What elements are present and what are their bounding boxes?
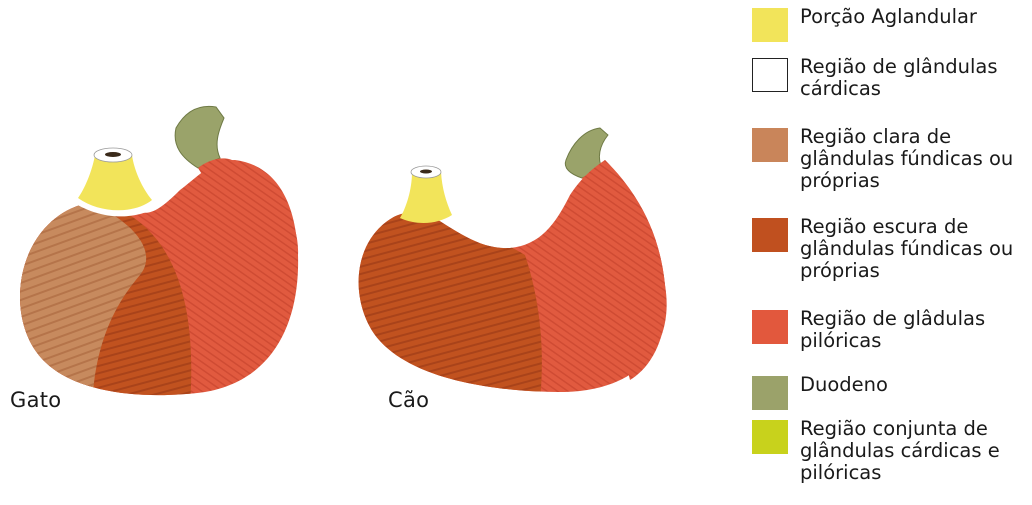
legend-text-conjunta: Região conjunta de glândulas cárdicas e … <box>800 418 1026 484</box>
cat-label: Gato <box>10 388 61 412</box>
legend-swatch-fundicas-clara <box>752 128 788 162</box>
legend-item-fundicas-escura: Região escura de glândulas fúndicas ou p… <box>752 216 1030 308</box>
cat-duodenum <box>175 106 224 168</box>
legend-text-duodeno: Duodeno <box>800 374 1026 396</box>
legend-swatch-fundicas-escura <box>752 218 788 252</box>
legend-item-conjunta: Região conjunta de glândulas cárdicas e … <box>752 418 1030 488</box>
cat-stomach <box>0 106 320 410</box>
legend-item-piloricas: Região de glâdulas pilóricas <box>752 308 1030 374</box>
legend-item-cardicas: Região de glândulas cárdicas <box>752 56 1030 126</box>
legend-swatch-conjunta <box>752 420 788 454</box>
legend-swatch-duodeno <box>752 376 788 410</box>
legend-item-duodeno: Duodeno <box>752 374 1030 418</box>
dog-stomach <box>340 128 680 410</box>
legend-text-piloricas: Região de glâdulas pilóricas <box>800 308 1026 352</box>
legend-swatch-cardicas <box>752 58 788 92</box>
legend-item-aglandular: Porção Aglandular <box>752 6 1030 56</box>
legend-text-fundicas-clara: Região clara de glândulas fúndicas ou pr… <box>800 126 1026 192</box>
legend-text-fundicas-escura: Região escura de glândulas fúndicas ou p… <box>800 216 1026 282</box>
legend-text-cardicas: Região de glândulas cárdicas <box>800 56 1026 100</box>
legend-item-fundicas-clara: Região clara de glândulas fúndicas ou pr… <box>752 126 1030 216</box>
legend-text-aglandular: Porção Aglandular <box>800 6 1026 28</box>
legend-swatch-aglandular <box>752 8 788 42</box>
dog-label: Cão <box>388 388 429 412</box>
legend-swatch-piloricas <box>752 310 788 344</box>
legend: Porção Aglandular Região de glândulas cá… <box>752 6 1030 488</box>
